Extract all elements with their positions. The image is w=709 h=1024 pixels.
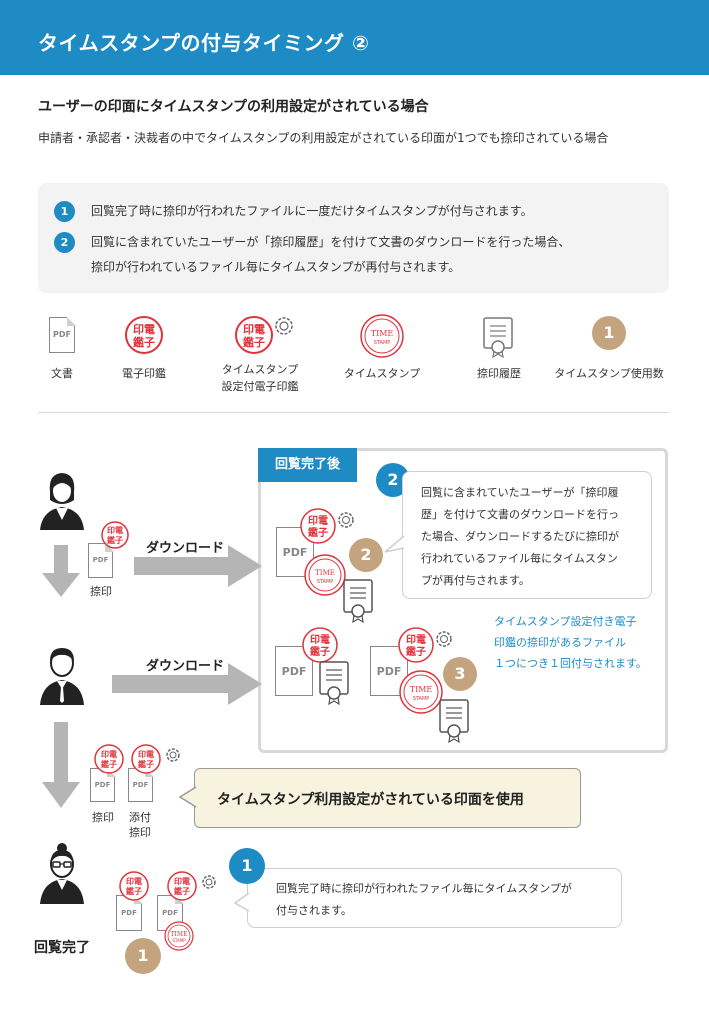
timestamp-seal-icon: 印電 鑑子 [131, 744, 180, 774]
stamp-label: 捺印 [92, 811, 114, 824]
svg-text:印電: 印電 [406, 634, 426, 646]
seal-mark-icon: 印電 鑑子 [94, 744, 124, 774]
svg-text:STAMP: STAMP [374, 340, 391, 346]
svg-text:STAMP: STAMP [317, 579, 334, 585]
arrow-down-icon [42, 722, 80, 808]
svg-text:鑑子: 鑑子 [308, 526, 328, 539]
seal-mark-icon: 印電 鑑子 [119, 871, 149, 901]
callout-pointer-icon [178, 786, 197, 808]
explanation-bubble-2: 回覧に含まれていたユーザーが「捺印履 歴」を付けて文書のダウンロードを行っ た場… [402, 471, 652, 599]
svg-text:印電: 印電 [138, 749, 154, 759]
step-number-1: 1 [229, 848, 265, 884]
note-number-1: 1 [54, 201, 75, 222]
timestamp-count-icon: 1 [592, 316, 626, 350]
svg-text:印電: 印電 [308, 515, 328, 527]
attach-stamp-label: 添付 捺印 [129, 811, 151, 839]
timestamp-seal-icon: 印電 鑑子 [167, 871, 216, 901]
timestamp-icon: TIME STAMP [304, 554, 346, 596]
svg-text:鑑子: 鑑子 [310, 645, 330, 658]
svg-text:TIME: TIME [315, 569, 335, 577]
svg-text:鑑子: 鑑子 [406, 645, 426, 658]
section-description: 申請者・承認者・決裁者の中でタイムスタンプの利用設定がされている印面が1つでも捺… [38, 131, 609, 145]
female-user-icon [40, 473, 84, 530]
legend-label-timestamp-seal: タイムスタンプ 設定付電子印鑑 [221, 363, 299, 393]
count-badge-2: 2 [349, 538, 383, 572]
bubble-pointer-icon [233, 892, 250, 912]
count-badge-1: 1 [125, 938, 161, 974]
note-text-2-line1: 回覧に含まれていたユーザーが「捺印履歴」を付けて文書のダウンロードを行った場合、 [91, 235, 571, 249]
svg-text:印電: 印電 [174, 876, 190, 886]
stamp-label: 捺印 [90, 585, 112, 598]
pdf-document-icon: PDF [49, 316, 76, 353]
female-user-glasses-icon [40, 843, 84, 904]
stamp-history-certificate-icon [343, 579, 373, 624]
svg-text:印電: 印電 [133, 323, 155, 336]
svg-text:鑑子: 鑑子 [133, 335, 155, 349]
download-label-1: ダウンロード [146, 541, 225, 556]
note-text-2-line2: 捺印が行われているファイル毎にタイムスタンプが再付与されます。 [91, 260, 461, 274]
result-panel-tab: 回覧完了後 [258, 448, 357, 482]
download-arrow-icon [134, 545, 262, 587]
legend-label-stamp-history: 捺印履歴 [477, 367, 521, 380]
seal-mark-icon: 印電 鑑子 [302, 627, 338, 663]
timestamp-seal-icon: 印電 鑑子 [300, 508, 354, 544]
notes-box: 1 回覧完了時に捺印が行われたファイルに一度だけタイムスタンプが付与されます。 … [38, 183, 669, 293]
callout-box: タイムスタンプ利用設定がされている印面を使用 [194, 768, 581, 828]
svg-text:鑑子: 鑑子 [174, 886, 190, 896]
svg-text:鑑子: 鑑子 [126, 886, 142, 896]
stamp-history-certificate-icon [483, 317, 513, 358]
section-divider [38, 412, 669, 413]
svg-text:印電: 印電 [310, 634, 330, 646]
count-badge-3: 3 [443, 657, 477, 691]
svg-text:印電: 印電 [243, 323, 265, 336]
timestamp-icon: TIME STAMP [164, 921, 194, 951]
download-label-2: ダウンロード [146, 659, 225, 674]
legend-label-document: 文書 [51, 367, 73, 380]
completion-label: 回覧完了 [34, 940, 90, 956]
svg-text:TIME: TIME [371, 329, 394, 338]
note-number-2: 2 [54, 232, 75, 253]
page-title: タイムスタンプの付与タイミング ② [38, 31, 370, 55]
svg-text:印電: 印電 [107, 525, 123, 535]
bubble-pointer-icon [384, 535, 405, 553]
arrow-down-icon [42, 545, 80, 597]
timestamp-seal-icon: 印電 鑑子 [398, 627, 452, 663]
timestamp-icon: TIME STAMP [399, 670, 443, 714]
svg-text:鑑子: 鑑子 [101, 759, 117, 769]
explanation-bubble-1: 回覧完了時に捺印が行われたファイル毎にタイムスタンプが 付与されます。 [247, 868, 622, 928]
svg-text:鑑子: 鑑子 [107, 535, 123, 545]
svg-text:TIME: TIME [171, 931, 188, 938]
timestamp-seal-icon: 印電 鑑子 [235, 316, 293, 354]
svg-text:STAMP: STAMP [172, 938, 186, 943]
svg-text:印電: 印電 [126, 876, 142, 886]
note-text-1: 回覧完了時に捺印が行われたファイルに一度だけタイムスタンプが付与されます。 [91, 204, 533, 218]
blue-note: タイムスタンプ設定付き電子 印鑑の捺印があるファイル １つにつき１回付与されます… [494, 615, 647, 670]
download-arrow-icon [112, 663, 262, 705]
svg-text:鑑子: 鑑子 [138, 759, 154, 769]
stamp-history-certificate-icon [439, 699, 469, 744]
svg-text:STAMP: STAMP [413, 696, 430, 702]
legend-label-seal: 電子印鑑 [122, 367, 166, 380]
legend-label-timestamp: タイムスタンプ [343, 367, 421, 380]
seal-mark-icon: 印電 鑑子 [101, 521, 129, 549]
legend-label-count: タイムスタンプ使用数 [554, 367, 664, 380]
section-subtitle: ユーザーの印面にタイムスタンプの利用設定がされている場合 [38, 99, 429, 115]
svg-text:TIME: TIME [410, 685, 433, 694]
stamped-pdf-icon: PDF [88, 542, 114, 578]
svg-text:印電: 印電 [101, 749, 117, 759]
callout-text: タイムスタンプ利用設定がされている印面を使用 [217, 792, 524, 808]
timestamp-icon: TIME STAMP [360, 314, 404, 358]
electronic-seal-icon: 印電 鑑子 [125, 316, 163, 354]
stamp-history-certificate-icon [319, 661, 349, 706]
svg-text:鑑子: 鑑子 [243, 335, 265, 349]
male-user-icon [40, 648, 84, 705]
page-header: タイムスタンプの付与タイミング ② [0, 0, 709, 75]
